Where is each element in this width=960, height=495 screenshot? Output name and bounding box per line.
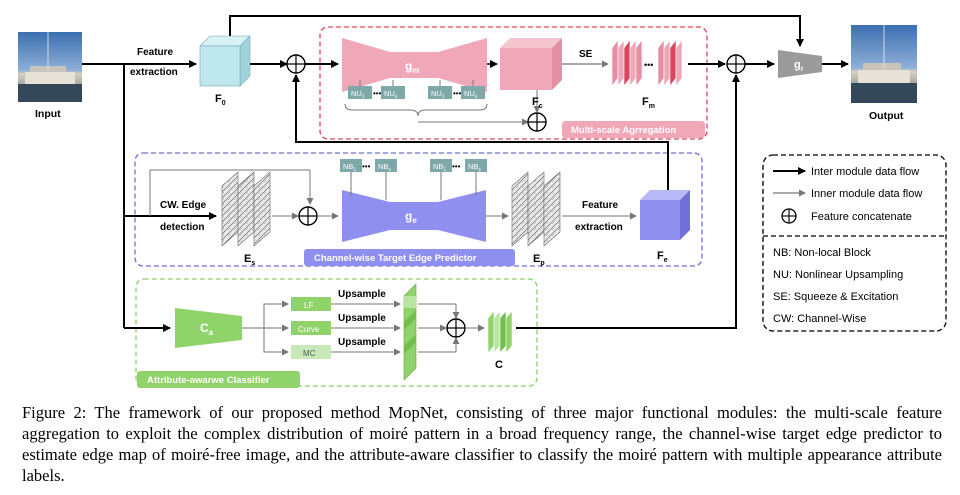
- edge-tag-label: Channel-wise Target Edge Predictor: [314, 253, 477, 264]
- ca-label: Ca: [200, 321, 214, 337]
- fe-label: Fe: [657, 250, 668, 264]
- ca-to-mc-arrow: [263, 328, 289, 356]
- legend-border: [762, 154, 947, 332]
- input-image: [18, 32, 82, 102]
- feature-extraction-label-top-1: Feature: [137, 47, 174, 58]
- c-to-concat3-arrow: [516, 74, 740, 329]
- legend-cw: CW: Channel-Wise: [773, 313, 866, 325]
- mc-box: [291, 345, 331, 359]
- nb-dots-1: •••: [362, 162, 371, 171]
- legend-inner-label: Inner module data flow: [811, 188, 922, 200]
- legend-nu: NU: Nonlinear Upsampling: [773, 269, 903, 281]
- gr-network-block: [778, 50, 822, 78]
- upsampled-maps: [403, 283, 417, 381]
- gr-label: gr: [794, 59, 804, 73]
- mc-label: MC: [303, 349, 316, 358]
- curve-label: Curve: [298, 325, 320, 334]
- nu-block-1-label: NU1: [351, 89, 365, 100]
- gm-label: gm: [405, 59, 419, 75]
- ge-network-block: [342, 190, 486, 242]
- multiscale-module-border: [319, 26, 708, 140]
- f0-to-gr-bypass-arrow: [229, 15, 804, 47]
- output-image: [851, 25, 917, 103]
- nb-block-sb-label: NBs: [468, 162, 481, 173]
- ep-edge-maps: [511, 171, 561, 247]
- c-feature-slices: [487, 310, 513, 354]
- nu-block-sb-label: NUs: [464, 89, 478, 100]
- nu-block-1: [348, 86, 372, 99]
- nu-block-1b: [428, 86, 452, 99]
- feature-extraction-label-b1: Feature: [582, 200, 619, 211]
- f0-cube: [199, 35, 251, 87]
- legend-nb: NB: Non-local Block: [773, 247, 871, 259]
- concat-circle-4: [298, 206, 318, 226]
- gm-network-block: [342, 38, 487, 92]
- nb-block-sb: [465, 159, 487, 172]
- ge-label: ge: [405, 209, 417, 225]
- c-label: C: [495, 359, 503, 371]
- nb-block-s: [375, 159, 397, 172]
- input-label: Input: [35, 108, 61, 120]
- f0-label: F0: [215, 93, 226, 107]
- upsample-label-3: Upsample: [338, 337, 386, 348]
- legend-inter-label: Inter module data flow: [811, 166, 919, 178]
- fc-cube: [500, 38, 562, 90]
- fm-label: Fm: [642, 96, 655, 110]
- upsample-label-2: Upsample: [338, 313, 386, 324]
- nb-block-1b-label: NB1: [433, 162, 446, 173]
- lf-label: LF: [304, 301, 313, 310]
- nu-brace: [344, 103, 488, 117]
- es-bypass-arrow: [149, 169, 314, 216]
- output-label: Output: [869, 110, 904, 122]
- nu-block-sb: [461, 86, 485, 99]
- legend-concat-icon: [781, 208, 797, 224]
- multiscale-tag-label: Multi-scale Agrregation: [571, 125, 676, 136]
- feature-extraction-label-top-2: extraction: [130, 67, 178, 78]
- nb-block-1: [340, 159, 362, 172]
- nu-dots-1: •••: [373, 89, 382, 98]
- concat-circle-5: [446, 318, 466, 338]
- cw-edge-label-1: CW. Edge: [160, 200, 207, 211]
- concat-circle-2: [527, 112, 547, 132]
- fm-slices-group-1: [611, 39, 643, 87]
- concat-circle-1: [286, 54, 306, 74]
- fm-slices-group-2: [657, 39, 683, 87]
- lf-box: [291, 297, 331, 311]
- nu-block-s-label: NUs: [384, 89, 398, 100]
- legend-concat-label: Feature concatenate: [811, 211, 912, 223]
- feature-extraction-label-b2: extraction: [575, 222, 623, 233]
- attr-tag: [137, 371, 300, 388]
- nb-block-1-label: NB1: [343, 162, 356, 173]
- attr-tag-label: Attribute-awarwe Classifier: [147, 375, 270, 386]
- nu-dots-2: •••: [453, 89, 462, 98]
- nu-block-1b-label: NU1: [431, 89, 445, 100]
- nb-dots-2: •••: [452, 162, 461, 171]
- curve-box: [291, 321, 331, 335]
- es-edge-maps: [221, 171, 271, 247]
- mopnet-framework-diagram: Input Output Feature extraction F0 gm NU…: [18, 15, 947, 388]
- figure-caption: Figure 2: The framework of our proposed …: [22, 403, 942, 485]
- fc-label: Fc: [532, 96, 543, 110]
- ca-network-block: [175, 308, 242, 348]
- nu-block-s: [381, 86, 405, 99]
- edge-tag: [304, 249, 515, 266]
- nb-block-s-label: NBs: [378, 162, 391, 173]
- legend-se: SE: Squeeze & Excitation: [773, 291, 898, 303]
- fm-dots: •••: [644, 60, 653, 70]
- se-label: SE: [579, 49, 593, 60]
- concat-circle-3: [726, 54, 746, 74]
- multiscale-tag: [562, 121, 705, 138]
- ca-to-lf-arrow: [263, 300, 289, 328]
- nb-block-1b: [430, 159, 452, 172]
- fe-cube: [640, 190, 690, 240]
- es-label: Es: [244, 253, 255, 267]
- fe-to-concat1-arrow: [292, 74, 669, 190]
- cw-edge-label-2: detection: [160, 222, 204, 233]
- ep-label: Ep: [533, 253, 545, 267]
- attribute-module-border: [135, 278, 538, 387]
- upsample-label-1: Upsample: [338, 289, 386, 300]
